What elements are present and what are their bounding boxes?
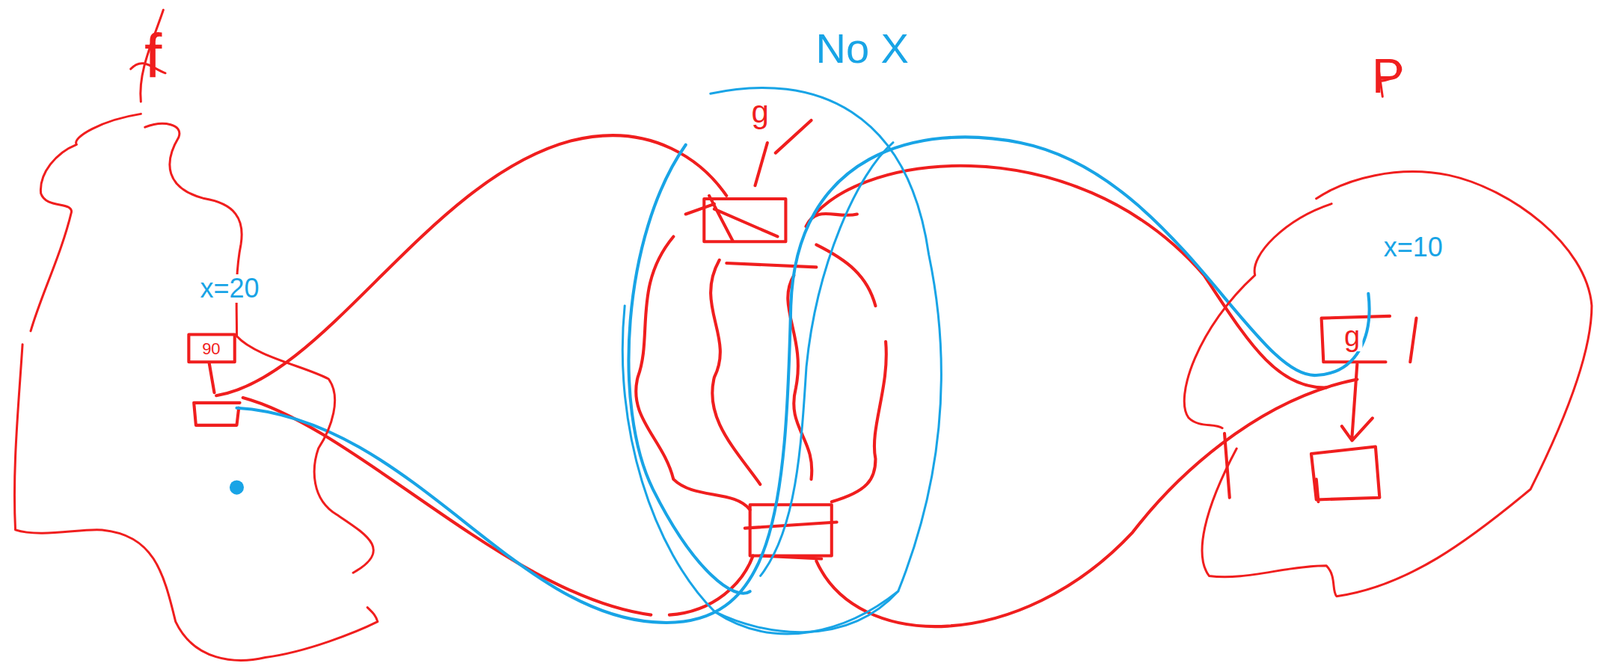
scribble (710, 260, 760, 485)
link-curve (806, 166, 1327, 389)
outline-stroke (130, 10, 166, 103)
link-curve (816, 379, 1357, 627)
outline-stroke (1202, 172, 1592, 597)
function-name: g (1341, 321, 1363, 352)
frame-box (1311, 447, 1380, 503)
frame-box (750, 504, 832, 556)
outline-stroke (709, 88, 942, 633)
variable-note: x=10 (1381, 233, 1446, 262)
link-curve (216, 135, 727, 396)
outline-stroke (30, 114, 141, 333)
region-outline (1163, 163, 1598, 612)
scope-curve (236, 136, 1369, 624)
arrow-line (1341, 364, 1373, 441)
region-outline (607, 76, 975, 648)
outline-stroke (1184, 204, 1332, 429)
dot (229, 480, 244, 496)
scope-region: P (1163, 163, 1598, 612)
variable-note: x=20 (197, 274, 262, 303)
outline-stroke (622, 305, 898, 635)
link-curve (669, 555, 754, 615)
scope-ellipse: No X (607, 76, 975, 648)
scribble (685, 120, 812, 241)
outline-stroke (759, 142, 893, 577)
scope-region: f (8, 101, 396, 665)
scribble (745, 522, 838, 559)
outline-stroke (145, 124, 375, 574)
scribble (816, 244, 886, 502)
scribble (635, 236, 750, 511)
region-title: No X (813, 26, 912, 71)
region-title: f (142, 23, 164, 89)
frame-box (188, 334, 235, 363)
region-title: P (1369, 51, 1407, 101)
scope-curve (628, 145, 750, 594)
function-name: g (749, 95, 772, 129)
region-outline (8, 101, 396, 665)
box-value: 90 (199, 340, 223, 359)
scribble (726, 263, 817, 268)
